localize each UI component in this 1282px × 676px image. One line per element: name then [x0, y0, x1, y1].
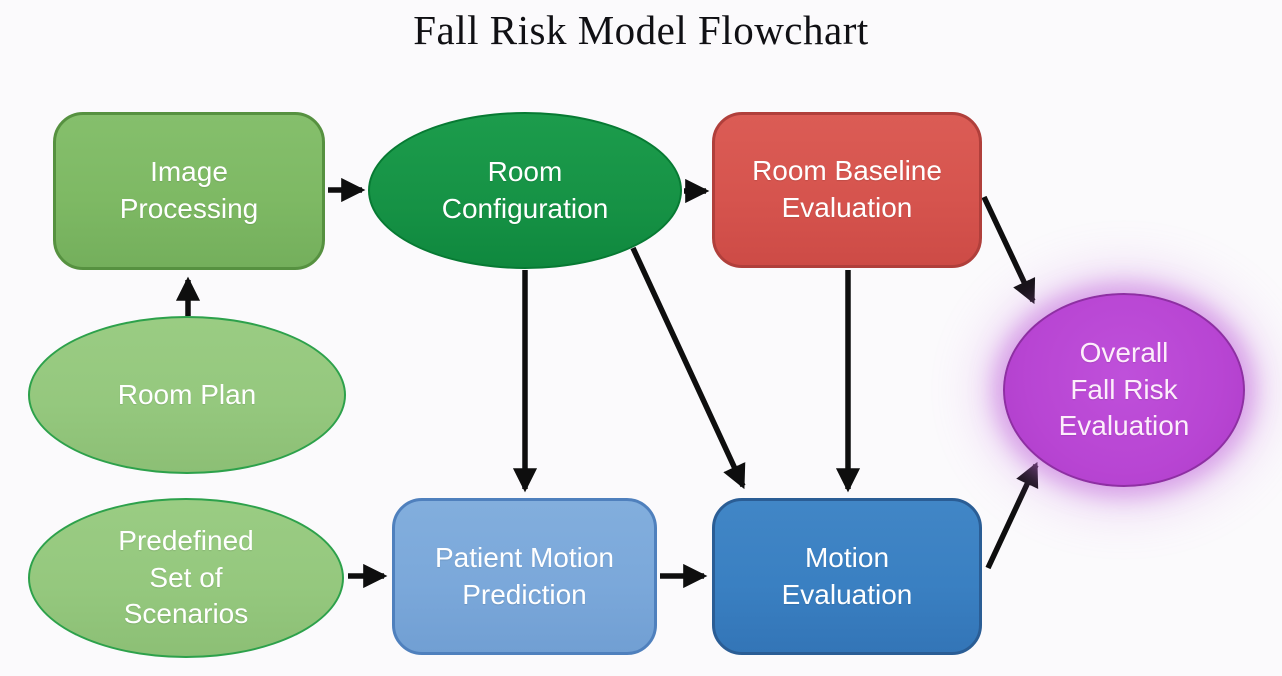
- node-room-plan: Room Plan: [28, 316, 346, 474]
- node-image-processing-label: Image Processing: [119, 156, 259, 224]
- node-overall-fall-risk-evaluation-label: Overall Fall Risk Evaluation: [1058, 336, 1190, 442]
- node-room-plan-label: Room Plan: [117, 378, 257, 410]
- node-room-configuration-label: Room Configuration: [441, 155, 609, 224]
- edge-room-baseline-evaluation-to-overall-fall-risk-evaluation: [981, 195, 1036, 305]
- node-predefined-set-of-scenarios: Predefined Set of Scenarios: [28, 498, 344, 658]
- node-motion-evaluation: Motion Evaluation: [712, 498, 982, 655]
- node-room-baseline-evaluation: Room Baseline Evaluation: [712, 112, 982, 268]
- node-overall-fall-risk-evaluation: Overall Fall Risk Evaluation: [1003, 293, 1245, 487]
- node-patient-motion-prediction-label: Patient Motion Prediction: [435, 541, 614, 610]
- node-patient-motion-prediction: Patient Motion Prediction: [392, 498, 657, 655]
- node-image-processing: Image Processing: [53, 112, 325, 270]
- edge-room-configuration-to-motion-evaluation: [630, 246, 746, 490]
- node-room-configuration: Room Configuration: [368, 112, 682, 269]
- node-room-baseline-evaluation-label: Room Baseline Evaluation: [752, 155, 942, 223]
- edge-motion-evaluation-to-overall-fall-risk-evaluation: [985, 461, 1039, 570]
- node-motion-evaluation-label: Motion Evaluation: [781, 541, 913, 610]
- node-predefined-set-of-scenarios-label: Predefined Set of Scenarios: [118, 524, 254, 630]
- page-title: Fall Risk Model Flowchart: [413, 7, 869, 53]
